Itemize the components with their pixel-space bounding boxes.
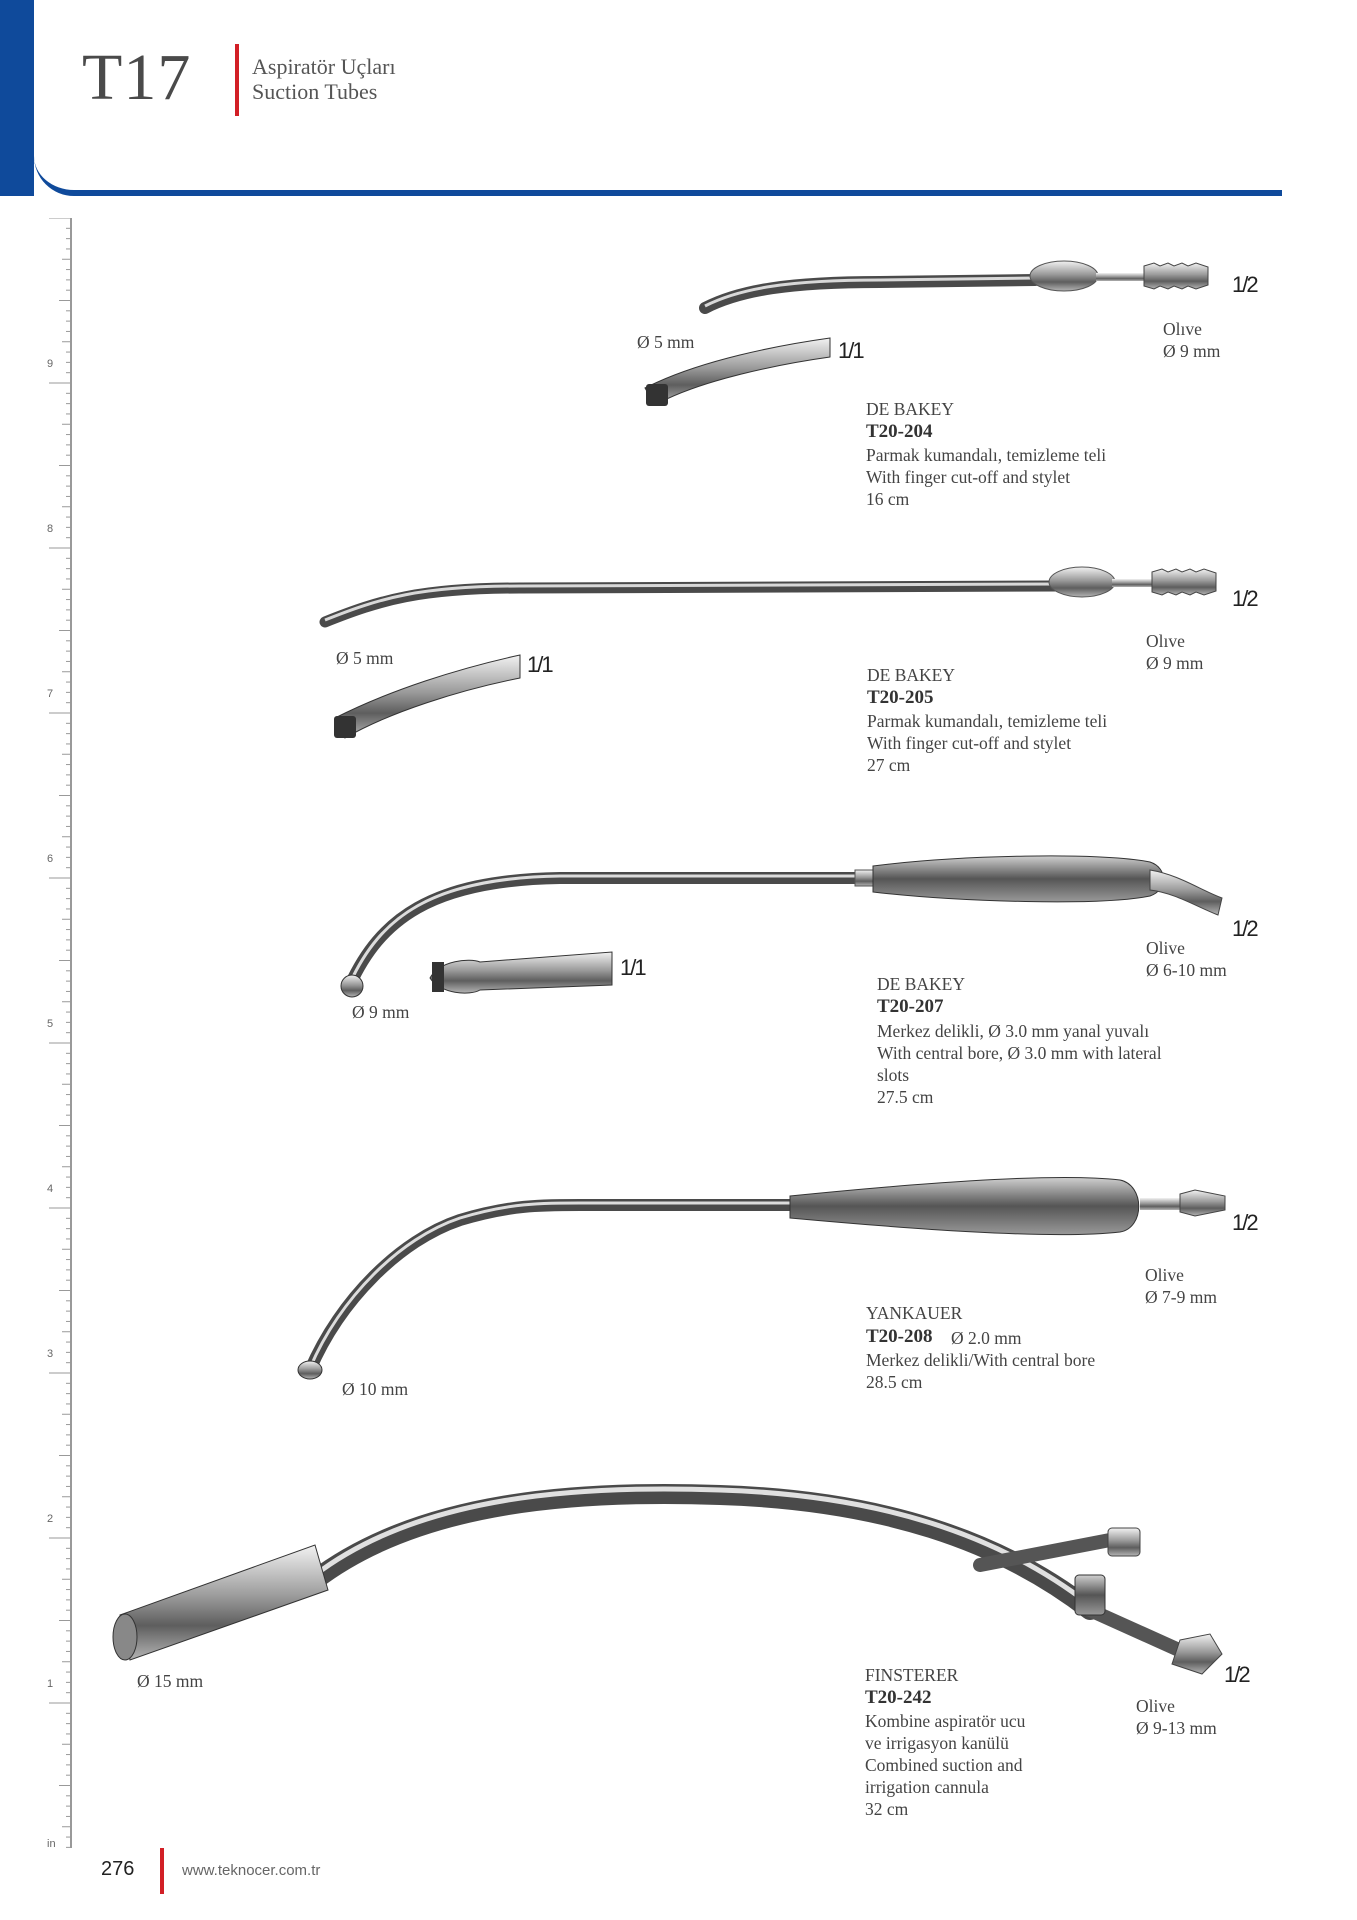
product-length: 27.5 cm — [877, 1087, 934, 1107]
olive-diameter: Ø 9-13 mm — [1136, 1718, 1217, 1738]
product-code: T20-242 — [865, 1687, 932, 1708]
ruler-unit: in — [47, 1838, 56, 1850]
instrument-t20-204 — [644, 260, 1209, 406]
product-name: DE BAKEY — [867, 665, 955, 685]
product-desc: With finger cut-off and stylet — [866, 467, 1071, 487]
scale-full: 1/2 — [1232, 916, 1259, 941]
instrument-t20-242 — [112, 1483, 1223, 1675]
product-desc: With central bore, Ø 3.0 mm with lateral — [877, 1043, 1162, 1063]
product-name: FINSTERER — [865, 1665, 959, 1685]
olive-label: Olive — [1146, 938, 1185, 958]
section-title-tr: Aspiratör Uçları — [252, 54, 396, 79]
product-desc: slots — [877, 1065, 910, 1085]
product-length: 16 cm — [866, 489, 910, 509]
scale-tip: 1/1 — [527, 652, 554, 677]
header-band — [34, 0, 1282, 196]
product-desc: Merkez delikli/With central bore — [866, 1350, 1096, 1370]
product-length: 28.5 cm — [866, 1372, 923, 1392]
product-desc: ve irrigasyon kanülü — [865, 1733, 1009, 1753]
inch-ruler: 9 8 7 6 5 4 3 2 1 in — [40, 218, 74, 1850]
footer-separator — [160, 1848, 164, 1894]
product-desc: irrigation cannula — [865, 1777, 989, 1797]
product-desc: Parmak kumandalı, temizleme teli — [867, 711, 1108, 731]
header-accent-bar — [0, 0, 34, 196]
olive-diameter: Ø 6-10 mm — [1146, 960, 1227, 980]
product-name: DE BAKEY — [866, 399, 954, 419]
instrument-t20-208 — [297, 1177, 1226, 1380]
product-name: DE BAKEY — [877, 974, 965, 994]
ruler-number: 9 — [47, 358, 54, 370]
ruler-number: 1 — [47, 1678, 54, 1690]
ruler-number: 2 — [47, 1513, 54, 1525]
tip-diameter: Ø 9 mm — [352, 1002, 410, 1022]
olive-label: Olıve — [1146, 631, 1185, 651]
scale-full: 1/2 — [1232, 586, 1259, 611]
scale-full: 1/2 — [1232, 272, 1259, 297]
ruler-number: 8 — [47, 523, 54, 535]
footer-url: www.teknocer.com.tr — [182, 1862, 321, 1879]
product-length: 27 cm — [867, 755, 911, 775]
product-code: T20-208 — [866, 1326, 933, 1347]
product-desc: Parmak kumandalı, temizleme teli — [866, 445, 1107, 465]
tip-diameter: Ø 15 mm — [137, 1671, 204, 1691]
tip-diameter: Ø 5 mm — [336, 648, 394, 668]
ruler-number: 5 — [47, 1018, 54, 1030]
ruler-number: 4 — [47, 1183, 54, 1195]
product-desc: Kombine aspiratör ucu — [865, 1711, 1026, 1731]
product-desc: Combined suction and — [865, 1755, 1023, 1775]
olive-diameter: Ø 9 mm — [1163, 341, 1221, 361]
ruler-number: 7 — [47, 688, 54, 700]
scale-tip: 1/1 — [620, 955, 647, 980]
ruler-number: 3 — [47, 1348, 54, 1360]
olive-label: Olıve — [1163, 319, 1202, 339]
instrument-t20-207 — [340, 855, 1223, 998]
product-code: T20-205 — [867, 687, 934, 708]
section-code: T17 — [82, 41, 192, 114]
scale-full: 1/2 — [1232, 1210, 1259, 1235]
olive-label: Olive — [1145, 1265, 1184, 1285]
olive-diameter: Ø 7-9 mm — [1145, 1287, 1217, 1307]
product-desc: With finger cut-off and stylet — [867, 733, 1072, 753]
ruler-number: 6 — [47, 853, 54, 865]
product-code: T20-204 — [866, 421, 933, 442]
ruler-ticks — [49, 218, 71, 1848]
instrument-t20-205 — [319, 566, 1217, 739]
product-code: T20-207 — [877, 996, 944, 1017]
product-name: YANKAUER — [866, 1303, 963, 1323]
section-title-en: Suction Tubes — [252, 79, 378, 104]
product-length: 32 cm — [865, 1799, 909, 1819]
header-separator — [235, 44, 239, 116]
olive-diameter: Ø 9 mm — [1146, 653, 1204, 673]
bore-diameter: Ø 2.0 mm — [951, 1328, 1022, 1348]
scale-full: 1/2 — [1224, 1662, 1251, 1687]
scale-tip: 1/1 — [838, 338, 865, 363]
tip-diameter: Ø 10 mm — [342, 1379, 409, 1399]
page-number: 276 — [101, 1858, 135, 1880]
olive-label: Olive — [1136, 1696, 1175, 1716]
product-desc: Merkez delikli, Ø 3.0 mm yanal yuvalı — [877, 1021, 1150, 1041]
tip-diameter: Ø 5 mm — [637, 332, 695, 352]
